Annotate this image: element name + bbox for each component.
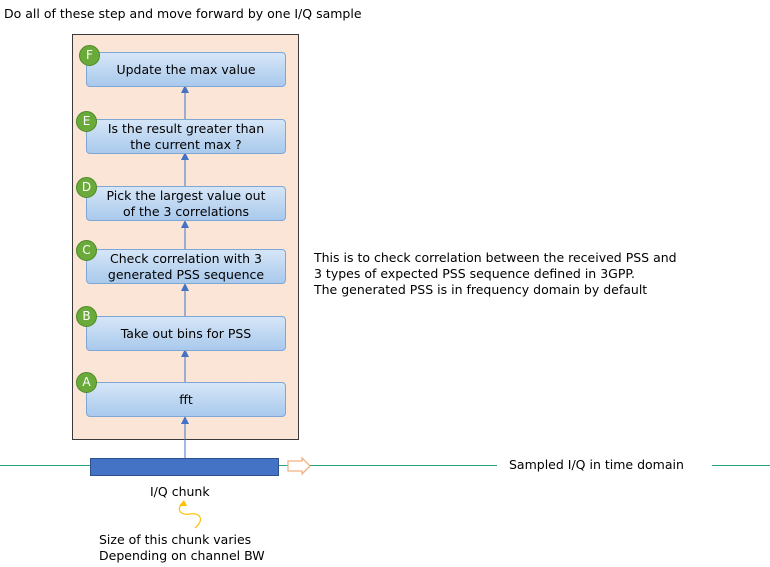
squiggle-arrowhead-icon — [179, 500, 187, 506]
iq-chunk-label: I/Q chunk — [150, 484, 210, 499]
iq-chunk-block — [90, 458, 279, 476]
step-f-badge: F — [79, 45, 100, 66]
step-e-badge: E — [76, 111, 97, 132]
timeline-label: Sampled I/Q in time domain — [509, 457, 684, 472]
chunk-size-note: Size of this chunk varies Depending on c… — [99, 532, 265, 564]
step-b-label: Take out bins for PSS — [120, 325, 252, 341]
step-d-badge: D — [76, 177, 97, 198]
step-a-badge: A — [76, 372, 97, 393]
squiggle-pointer-icon — [178, 502, 202, 529]
chunk-size-note-line1: Size of this chunk varies — [99, 532, 252, 547]
step-c-box: Check correlation with 3 generated PSS s… — [86, 249, 286, 284]
step-f-box: Update the max value — [86, 52, 286, 87]
correlation-note-line3: The generated PSS is in frequency domain… — [314, 282, 648, 297]
step-a-label: fft — [179, 391, 193, 407]
step-c-label-line2: generated PSS sequence — [107, 266, 265, 282]
correlation-note: This is to check correlation between the… — [314, 250, 677, 298]
step-d-label-line1: Pick the largest value out — [106, 187, 266, 203]
correlation-note-line1: This is to check correlation between the… — [314, 250, 677, 265]
timeline-right — [712, 465, 770, 466]
timeline-middle — [279, 465, 497, 466]
chunk-size-note-line2: Depending on channel BW — [99, 548, 265, 563]
forward-arrow-icon — [287, 456, 311, 476]
step-c-badge: C — [76, 240, 97, 261]
step-a-box: fft — [86, 382, 286, 417]
step-f-label: Update the max value — [116, 61, 256, 77]
step-c-label-line1: Check correlation with 3 — [110, 250, 262, 266]
step-d-label-line2: of the 3 correlations — [122, 203, 250, 219]
step-e-label-line1: Is the result greater than — [107, 120, 265, 136]
step-b-badge: B — [76, 306, 97, 327]
step-e-box: Is the result greater than the current m… — [86, 119, 286, 154]
correlation-note-line2: 3 types of expected PSS sequence defined… — [314, 266, 635, 281]
header-text: Do all of these step and move forward by… — [4, 6, 362, 21]
step-d-box: Pick the largest value out of the 3 corr… — [86, 186, 286, 221]
step-b-box: Take out bins for PSS — [86, 316, 286, 351]
step-e-label-line2: the current max ? — [130, 136, 242, 152]
timeline-left — [0, 465, 90, 466]
